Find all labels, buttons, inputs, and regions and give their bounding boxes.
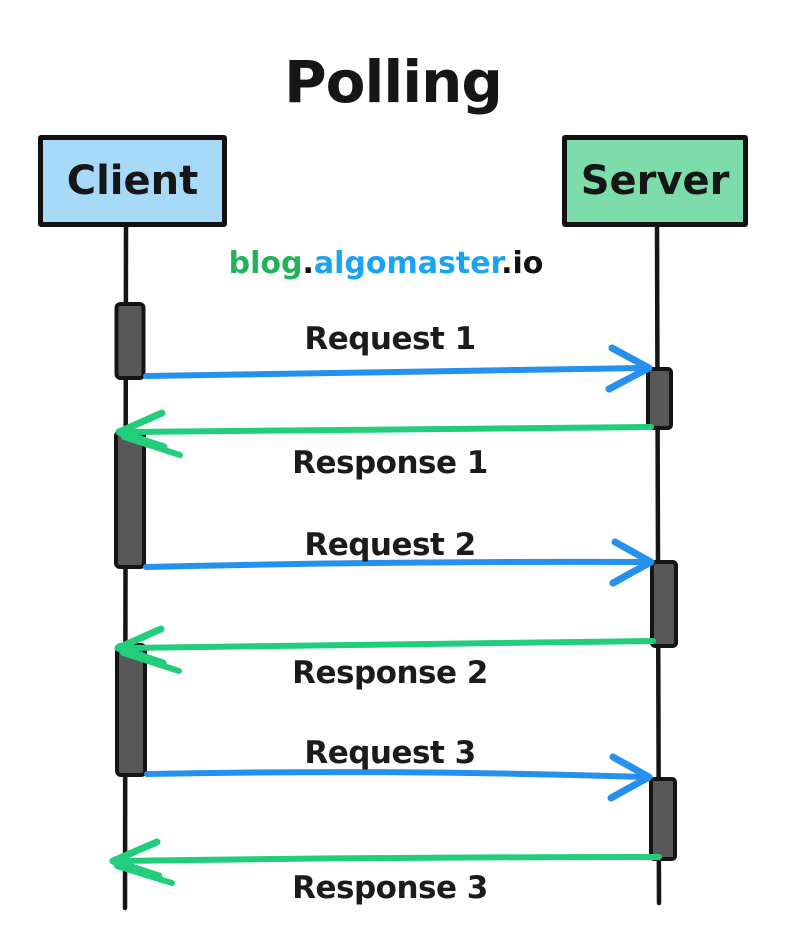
response-2-arrow bbox=[114, 625, 656, 674]
client-activation-bar-1 bbox=[114, 302, 146, 380]
message-label-request-2: Request 2 bbox=[304, 527, 476, 563]
diagram-title: Polling bbox=[284, 48, 503, 116]
watermark-dot-2: . bbox=[501, 246, 513, 281]
server-activation-bar-2 bbox=[650, 560, 678, 648]
request-2-line bbox=[143, 558, 649, 570]
message-label-request-1: Request 1 bbox=[304, 321, 476, 357]
server-activation-bar-3 bbox=[649, 777, 677, 861]
request-2-arrow bbox=[143, 538, 655, 587]
actor-box-client: Client bbox=[38, 135, 227, 227]
server-activation-bar-1 bbox=[646, 367, 673, 430]
watermark-dot-1: . bbox=[302, 246, 314, 281]
response-2-arrowhead-extra bbox=[120, 650, 182, 674]
response-3-arrowhead-extra bbox=[114, 863, 175, 886]
request-3-arrow bbox=[144, 753, 653, 802]
response-2-line bbox=[124, 638, 656, 651]
request-1-arrow bbox=[143, 344, 653, 393]
watermark-algomaster: algomaster bbox=[313, 246, 502, 281]
request-2-arrowhead bbox=[609, 538, 655, 587]
watermark-blog: blog bbox=[228, 246, 303, 281]
actor-client-label: Client bbox=[66, 158, 199, 204]
actor-server-label: Server bbox=[580, 158, 730, 204]
request-1-arrowhead bbox=[605, 344, 653, 393]
message-label-response-2: Response 2 bbox=[292, 655, 488, 691]
request-3-arrowhead bbox=[607, 753, 653, 802]
response-3-arrow bbox=[109, 838, 662, 886]
response-1-arrow bbox=[115, 409, 654, 458]
watermark-io: io bbox=[512, 246, 544, 281]
request-1-line bbox=[143, 365, 646, 379]
response-3-line bbox=[118, 854, 662, 864]
watermark: blog.algomaster.io bbox=[0, 246, 772, 281]
response-1-line bbox=[125, 424, 654, 435]
message-label-request-3: Request 3 bbox=[304, 735, 476, 771]
message-label-response-1: Response 1 bbox=[292, 445, 488, 481]
response-1-arrowhead-extra bbox=[121, 434, 183, 458]
response-3-arrowhead bbox=[109, 838, 163, 880]
actor-box-server: Server bbox=[562, 135, 748, 227]
request-3-line bbox=[144, 769, 647, 780]
message-label-response-3: Response 3 bbox=[292, 870, 488, 906]
